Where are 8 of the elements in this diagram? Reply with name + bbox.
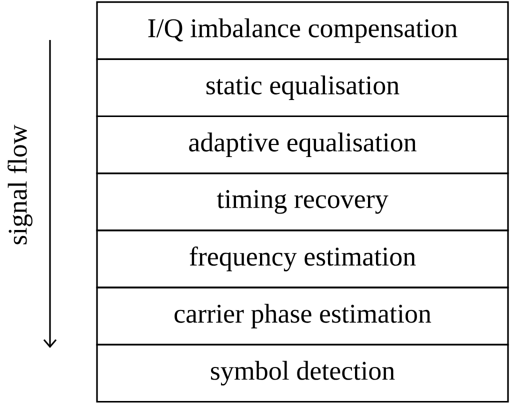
process-box: timing recovery bbox=[96, 172, 509, 232]
axis-label: signal flow bbox=[8, 124, 32, 244]
process-box: I/Q imbalance compensation bbox=[96, 1, 509, 60]
process-box: symbol detection bbox=[96, 344, 509, 403]
process-box: frequency estimation bbox=[96, 230, 509, 288]
process-box: static equalisation bbox=[96, 58, 509, 118]
process-box: adaptive equalisation bbox=[96, 115, 509, 174]
process-box: carrier phase estimation bbox=[96, 286, 509, 346]
